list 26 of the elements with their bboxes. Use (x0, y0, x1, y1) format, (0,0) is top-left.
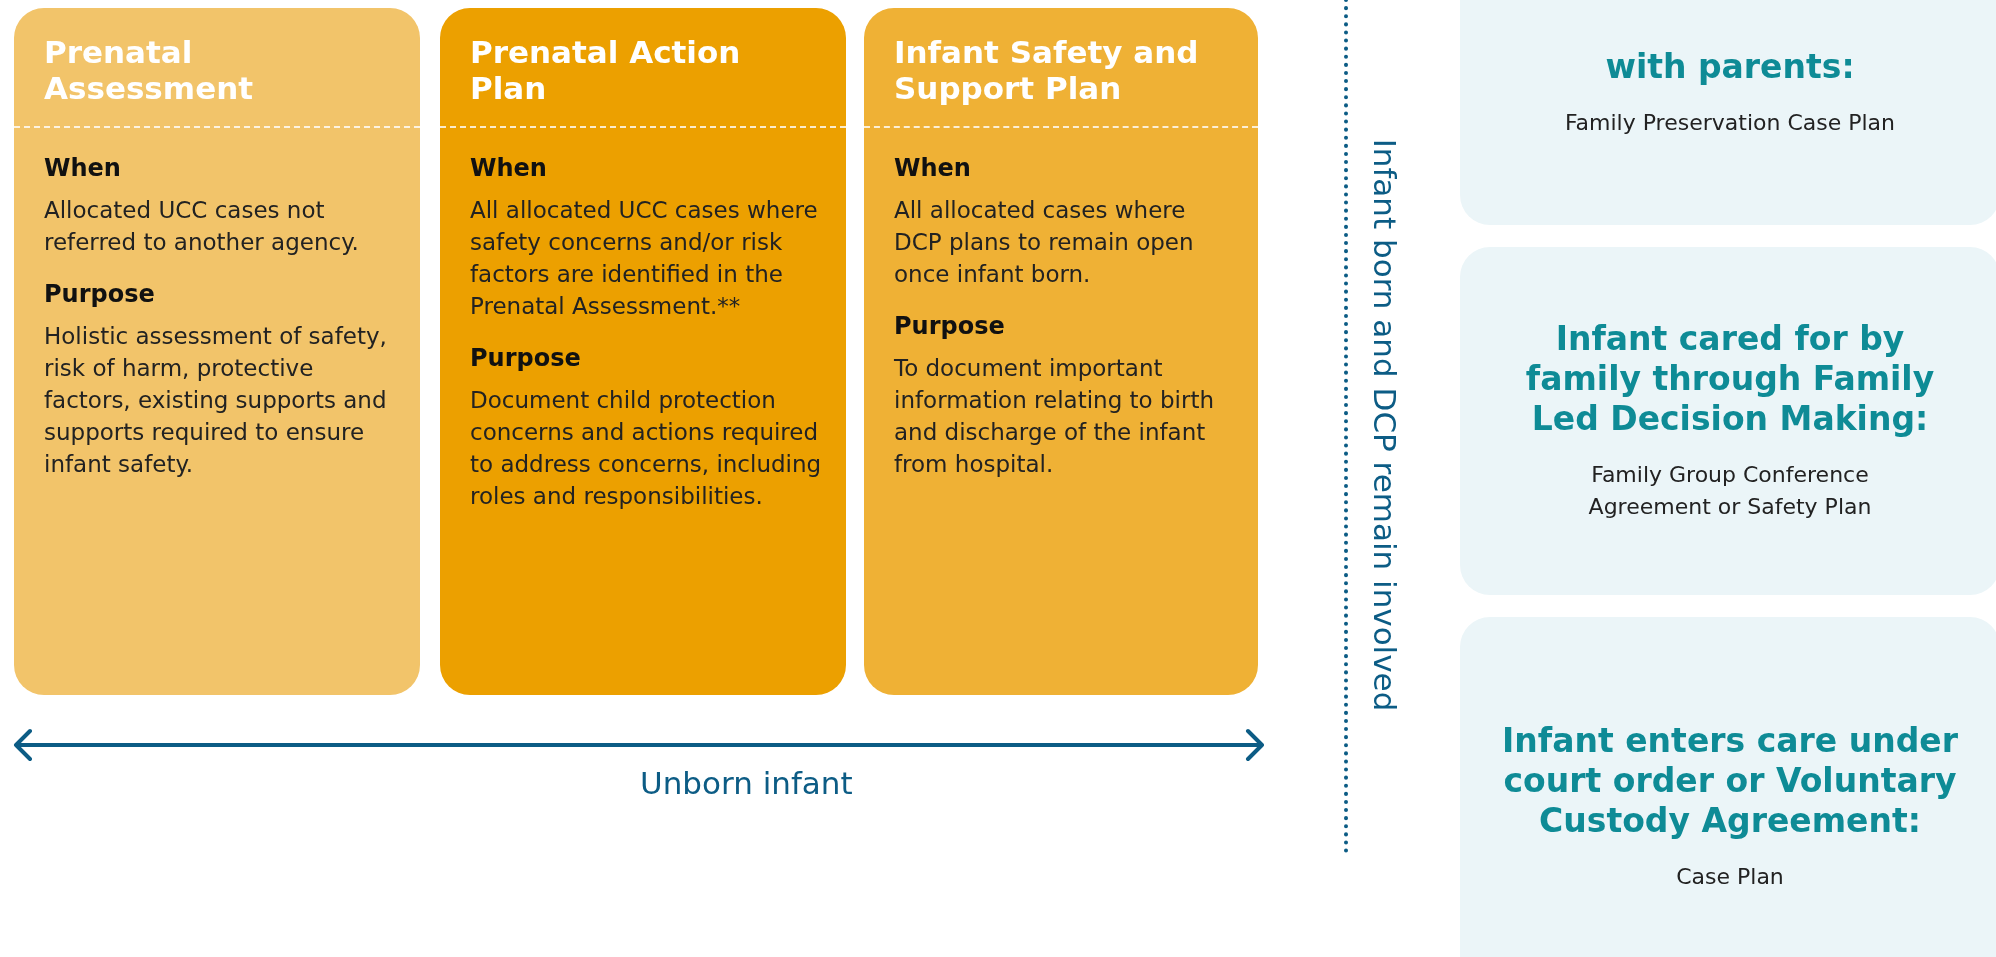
section-heading: When (470, 154, 547, 182)
axis-label: Unborn infant (640, 765, 853, 801)
section-heading: Purpose (44, 280, 155, 308)
vertical-label: Infant born and DCP remain involved (1367, 138, 1403, 712)
card-text: Case Plan (1676, 863, 1784, 891)
card-background (440, 8, 846, 695)
section-text: Holistic assessment of safety, risk of harm, protective factors, existing supports and supports required to ensure infant safety. (44, 322, 388, 479)
section-heading: When (894, 154, 971, 182)
section-text: All allocated cases where DCP plans to remain open once infant born. (894, 196, 1195, 289)
section-heading: Purpose (470, 344, 581, 372)
section-heading: Purpose (894, 312, 1005, 340)
card-text: Family Group Conference Agreement or Safety Plan (1587, 461, 1873, 521)
section-text: All allocated UCC cases where safety concerns and/or risk factors are identified in the Prenatal Assessment.** (470, 196, 819, 321)
card-text: Family Preservation Case Plan (1564, 108, 1896, 137)
card-heading: Infant Safety and Support Plan (894, 34, 1200, 106)
card-heading: Infant enters care under court order or Voluntary Custody Agreement: (1501, 721, 1959, 841)
card-background (14, 8, 420, 695)
section-text: Allocated UCC cases not referred to another agency. (44, 196, 360, 257)
card-heading: Infant cared for by family through Family Led Decision Making: (1524, 319, 1936, 439)
card-heading: Prenatal Action Plan (470, 34, 742, 106)
section-heading: When (44, 154, 121, 182)
section-text: To document important information relating to birth and discharge of the infant from hospital. (894, 354, 1215, 479)
card-heading: with parents: (1605, 46, 1855, 87)
card-background (864, 8, 1258, 695)
card-heading: Prenatal Assessment (44, 34, 255, 106)
section-text: Document child protection concerns and actions required to address concerns, including roles and responsibilities. (470, 386, 823, 511)
